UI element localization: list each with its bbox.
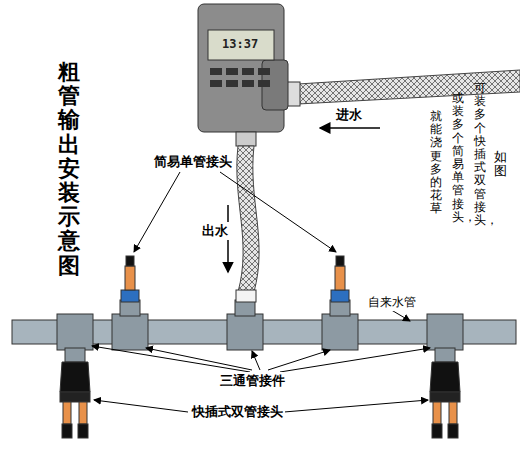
inlet-label: 进水 [334, 106, 364, 124]
outlet-label: 出水 [200, 222, 230, 240]
lcd-time: 13:37 [222, 37, 258, 51]
note-text: 可装多个快插式双管接头， [474, 82, 486, 227]
buttons [210, 68, 270, 87]
inlet-arrow [320, 127, 380, 129]
part-label: 自来水管 [366, 294, 418, 311]
title: 粗管输出安装示意图 [58, 60, 80, 278]
outlet-nut [236, 132, 256, 146]
inlet-hose [298, 70, 520, 104]
part-label: 简易单管接头 [152, 153, 234, 171]
double-connectors [60, 362, 460, 438]
note-text: 或装多个简易单管接头， [452, 92, 464, 224]
leader-lines [92, 172, 430, 412]
note-text: 如图 [494, 150, 507, 179]
single-connectors [121, 256, 349, 302]
note-text: 就能浇更多的花草 [430, 110, 442, 216]
part-label: 三通管接件 [218, 372, 287, 390]
part-label: 快插式双管接头 [190, 403, 285, 421]
outlet-fitting [236, 290, 256, 302]
lcd [208, 30, 274, 60]
outlet-hose [237, 146, 259, 292]
